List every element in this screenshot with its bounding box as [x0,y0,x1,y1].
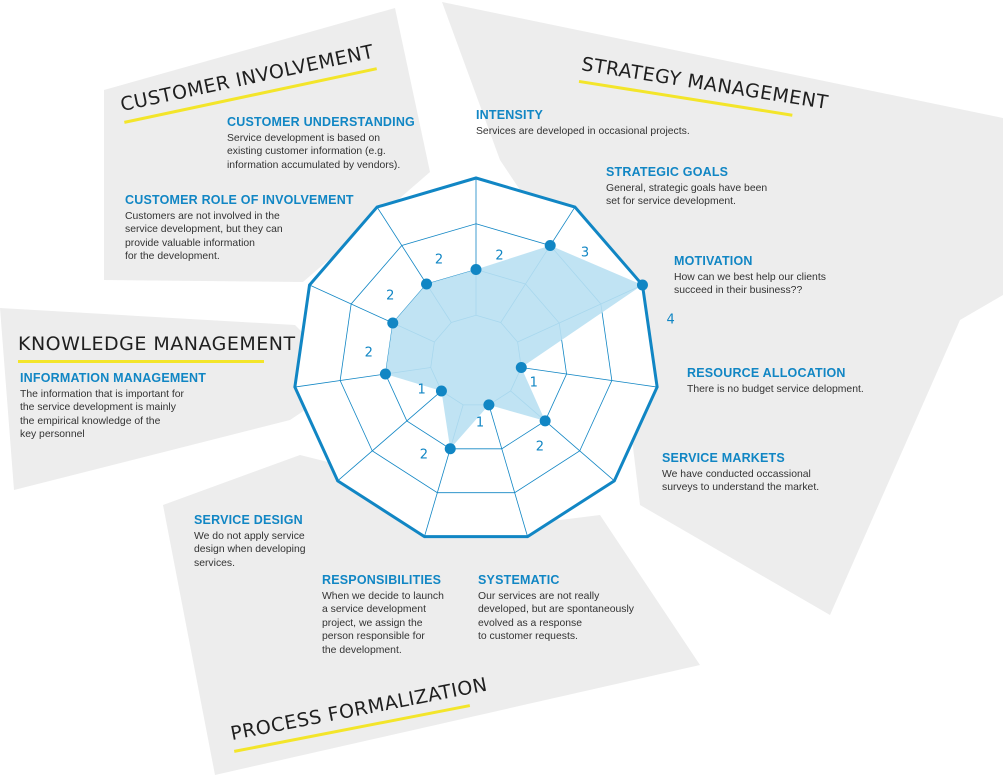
strategy-management-panel [442,2,1003,615]
radar-data-point [539,415,551,427]
radar-data-point [636,279,648,291]
radar-value-label: 4 [666,312,675,328]
item-title: INFORMATION MANAGEMENT [20,371,207,385]
item-title: SYSTEMATIC [478,573,560,587]
item-motivation: MOTIVATION How can we best help our clie… [674,254,826,298]
radar-data-point [470,264,482,275]
item-responsibilities: RESPONSIBILITIES When we decide to launc… [322,573,444,657]
radar-spoke [521,367,658,388]
radar-value-label: 2 [535,439,545,455]
item-description: Services are developed in occasional pro… [476,126,690,137]
item-service-design: SERVICE DESIGN We do not apply service d… [194,513,306,570]
item-title: SERVICE DESIGN [194,513,303,527]
item-description: We do not apply service design when deve… [194,531,306,569]
radar-data-point [444,443,456,455]
radar-spoke [488,404,528,537]
radar-data-point [544,240,556,252]
item-description: How can we best help our clients succeed… [674,272,826,297]
customer-involvement-panel [104,8,430,282]
item-description: Service development is based on existing… [227,133,401,171]
item-information-management: INFORMATION MANAGEMENT The information t… [20,371,206,442]
knowledge-management-panel [0,308,350,490]
radar-outer-border [293,176,659,539]
item-title: INTENSITY [476,108,544,122]
radar-data-point [483,399,495,411]
radar-spoke [337,390,442,482]
radar-value-label: 1 [475,415,485,431]
radar-value-label: 2 [419,447,429,463]
item-resource-allocation: RESOURCE ALLOCATION There is no budget s… [687,366,864,396]
radar-data-area [385,245,643,449]
item-title: MOTIVATION [674,254,753,268]
item-description: When we decide to launch a service devel… [322,591,444,656]
radar-value-label: 2 [364,345,373,361]
radar-data-point [387,317,399,329]
item-title: CUSTOMER ROLE OF INVOLVEMENT [125,193,354,207]
item-title: STRATEGIC GOALS [606,165,729,179]
radar-value-label: 1 [529,375,538,391]
radar-value-label: 2 [495,248,504,264]
item-description: Customers are not involved in the servic… [125,211,283,263]
radar-data-point [435,385,447,397]
item-title: SERVICE MARKETS [662,451,785,465]
radar-data-point [515,362,527,374]
item-customer-understanding: CUSTOMER UNDERSTANDING Service developme… [227,115,415,172]
item-description: There is no budget service delopment. [687,384,864,395]
category-title: KNOWLEDGE MANAGEMENT [18,333,296,355]
item-strategic-goals: STRATEGIC GOALS General, strategic goals… [606,165,767,209]
item-systematic: SYSTEMATIC Our services are not really d… [478,573,634,644]
process-formalization-panel [163,455,700,775]
category-underline [18,360,264,363]
item-description: Our services are not really developed, b… [478,591,634,643]
item-title: RESOURCE ALLOCATION [687,366,846,380]
radar-value-label: 2 [386,288,395,304]
radar-chart [293,176,659,539]
item-service-markets: SERVICE MARKETS We have conducted occass… [662,451,819,495]
radar-value-label: 2 [434,252,444,268]
item-title: CUSTOMER UNDERSTANDING [227,115,415,129]
radar-value-label: 3 [580,245,590,261]
item-description: General, strategic goals have been set f… [606,183,768,208]
category-knowledge-management: KNOWLEDGE MANAGEMENT [18,333,296,363]
radar-value-label: 1 [417,382,426,398]
item-description: The information that is important for th… [20,389,185,441]
radar-data-point [421,278,433,290]
item-intensity: INTENSITY Services are developed in occa… [476,108,690,138]
item-title: RESPONSIBILITIES [322,573,442,587]
item-customer-role: CUSTOMER ROLE OF INVOLVEMENT Customers a… [125,193,354,264]
item-description: We have conducted occassional surveys to… [662,469,820,494]
radar-data-point [379,368,391,380]
